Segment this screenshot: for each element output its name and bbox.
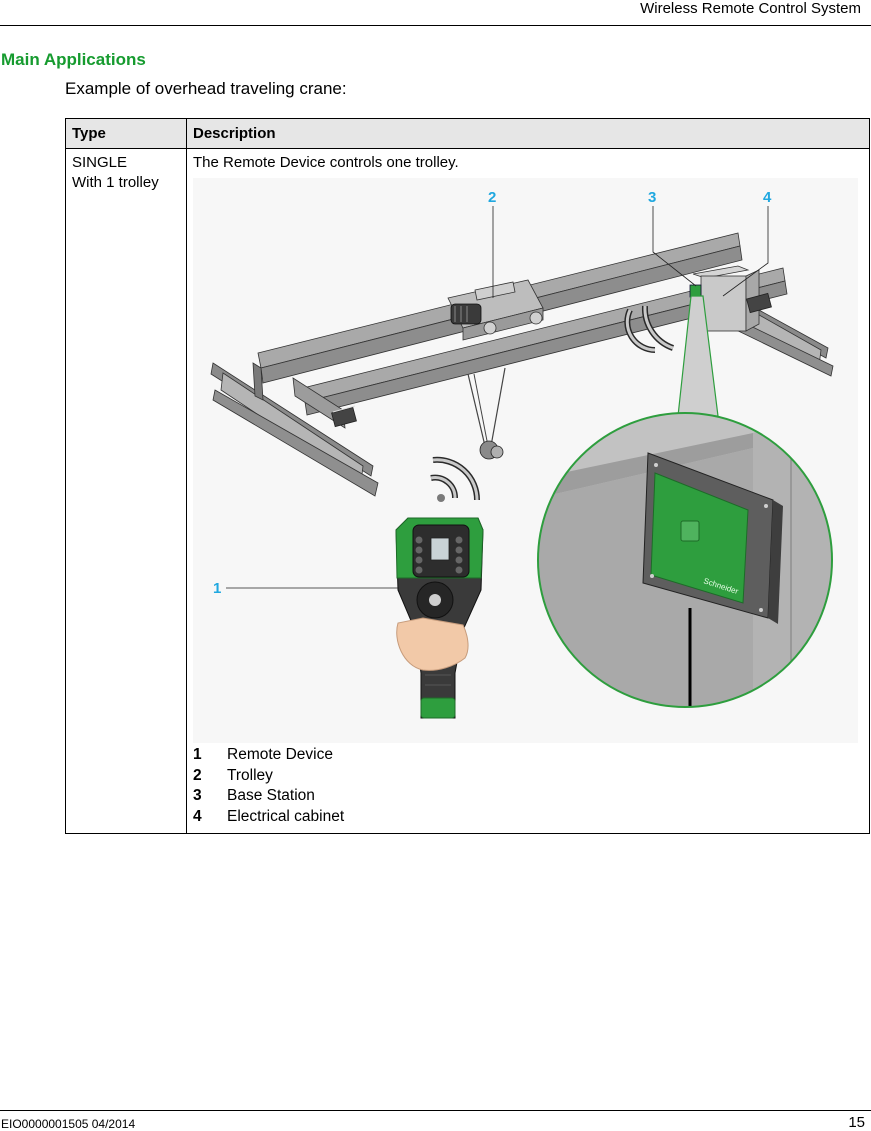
running-header-title: Wireless Remote Control System xyxy=(640,0,861,17)
header-rule xyxy=(0,25,871,26)
table-row: SINGLE With 1 trolley The Remote Device … xyxy=(65,148,870,834)
description-text: The Remote Device controls one trolley. xyxy=(193,154,459,171)
remote-device xyxy=(395,517,484,719)
left-runway-beam xyxy=(210,362,379,497)
figure-legend: 1 Remote Device 2 Trolley 3 Base Station… xyxy=(193,745,863,827)
callout-leaders xyxy=(226,206,769,589)
intro-text: Example of overhead traveling crane: xyxy=(65,79,347,98)
footer-rule xyxy=(0,1110,871,1111)
electrical-cabinet xyxy=(692,265,772,332)
description-cell: The Remote Device controls one trolley. xyxy=(186,148,870,834)
legend-number: 3 xyxy=(193,787,202,804)
type-name: SINGLE xyxy=(72,154,128,171)
legend-item: 4 Electrical cabinet xyxy=(193,807,863,828)
hoist-hook xyxy=(467,367,506,460)
legend-label: Electrical cabinet xyxy=(227,807,345,825)
type-detail: With 1 trolley xyxy=(72,174,159,191)
callout-1: 1 xyxy=(213,580,221,597)
legend-label: Trolley xyxy=(227,766,273,784)
legend-label: Remote Device xyxy=(227,746,333,763)
legend-label: Base Station xyxy=(227,787,315,804)
bridge-girders xyxy=(252,232,788,416)
legend-number: 4 xyxy=(193,807,202,825)
section-title: Main Applications xyxy=(1,50,146,69)
magnified-base-station: Schneider xyxy=(537,412,833,708)
callout-3: 3 xyxy=(648,189,656,206)
type-column-header: Type xyxy=(65,118,187,149)
callout-4: 4 xyxy=(763,189,772,206)
remote-wireless-icon xyxy=(430,456,481,502)
legend-number: 2 xyxy=(193,766,202,784)
legend-item: 1 Remote Device xyxy=(193,745,863,766)
footer-document-id: EIO0000001505 04/2014 xyxy=(1,1117,136,1131)
legend-number: 1 xyxy=(193,746,202,763)
type-cell: SINGLE With 1 trolley xyxy=(65,148,187,834)
trolley xyxy=(447,279,544,341)
legend-item: 3 Base Station xyxy=(193,786,863,807)
base-station-wireless-icon xyxy=(624,305,675,353)
description-column-header: Description xyxy=(186,118,870,149)
base-station-icon xyxy=(689,284,702,298)
table-header-row: Type Description xyxy=(65,118,870,149)
page-number: 15 xyxy=(848,1114,865,1131)
left-end-truck xyxy=(292,377,357,429)
crane-illustration: Schneider xyxy=(193,178,858,743)
callout-2: 2 xyxy=(488,189,496,206)
legend-item: 2 Trolley xyxy=(193,766,863,787)
applications-table: Type Description SINGLE With 1 trolley T… xyxy=(65,118,870,834)
